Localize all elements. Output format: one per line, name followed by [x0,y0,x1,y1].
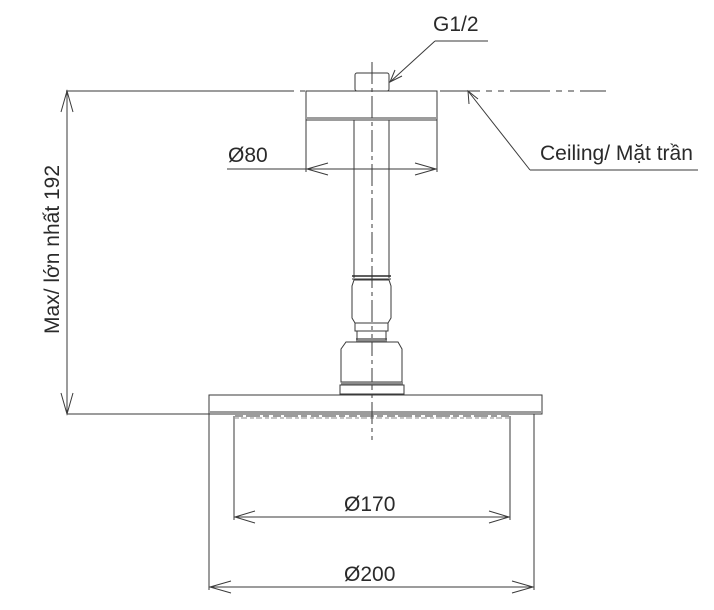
dimension-max-height: Max/ lớn nhất 192 [41,89,209,416]
dimension-spray-diameter: Ø170 [233,416,511,524]
thread-label: G1/2 [433,13,479,36]
dimension-flange-diameter: Ø80 [227,120,438,176]
ceiling-flange [305,90,438,121]
thread-callout: G1/2 [389,13,488,84]
ceiling-callout: Ceiling/ Mặt trần [467,89,698,171]
head-diameter-label: Ø200 [344,563,395,586]
spray-diameter-label: Ø170 [344,493,395,516]
shower-head [208,394,543,419]
shower-arm-pipe [352,120,391,280]
nozzle-row [235,415,510,419]
ball-joint-connector [339,279,405,395]
flange-diameter-label: Ø80 [228,144,268,167]
ceiling-label: Ceiling/ Mặt trần [540,142,693,165]
max-height-label: Max/ lớn nhất 192 [41,165,64,334]
dimension-head-diameter: Ø200 [208,414,535,594]
